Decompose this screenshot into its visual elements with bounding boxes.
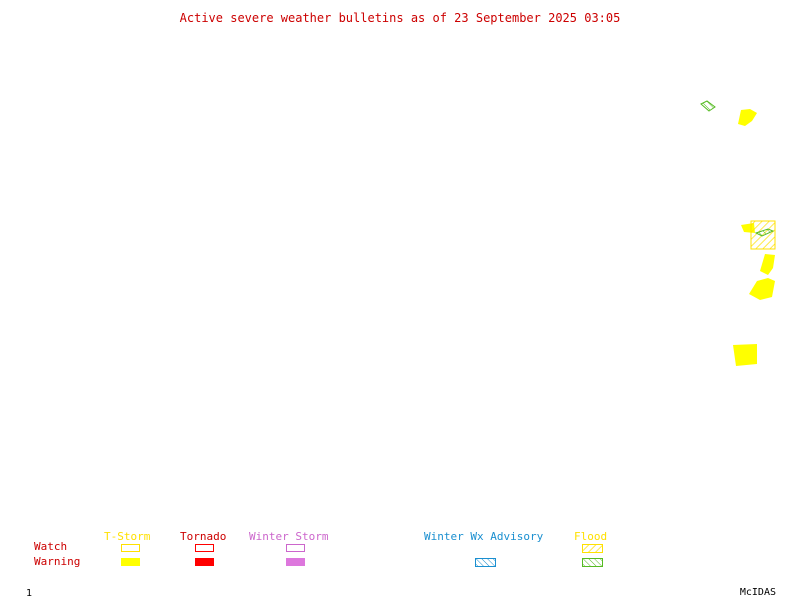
legend-tornado-warning-swatch	[195, 558, 214, 566]
legend-tstorm-warning-swatch	[121, 558, 140, 566]
legend-winter-wx-advisory-swatch	[475, 558, 496, 567]
map-title: Active severe weather bulletins as of 23…	[179, 11, 621, 25]
tstorm-warning-area	[733, 344, 757, 366]
tstorm-warning-area	[760, 254, 775, 275]
legend-flood-warning-swatch	[582, 558, 603, 567]
legend-tstorm-label: T-Storm	[104, 530, 151, 543]
legend-winter-storm-watch-swatch	[286, 544, 305, 552]
flood-warning-area	[754, 228, 775, 237]
legend-winter-storm-warning-swatch	[286, 558, 305, 566]
brand-label: McIDAS	[739, 587, 776, 598]
tstorm-warning-area	[738, 109, 757, 126]
legend-tornado-label: Tornado	[180, 530, 227, 543]
tstorm-warning-area	[749, 278, 775, 300]
legend-flood-label: Flood	[574, 530, 608, 543]
legend-row-watch: Watch	[34, 540, 68, 553]
legend-tstorm-watch-swatch	[121, 544, 140, 552]
legend-winter-storm-label: Winter Storm	[249, 530, 329, 543]
legend-flood-watch-swatch	[582, 544, 603, 553]
legend-winter-wx-advisory-label: Winter Wx Advisory	[424, 530, 544, 543]
legend-row-warning: Warning	[34, 555, 81, 568]
flood-warning-area	[700, 100, 716, 112]
legend-tornado-watch-swatch	[195, 544, 214, 552]
frame-number: 1	[26, 588, 33, 599]
